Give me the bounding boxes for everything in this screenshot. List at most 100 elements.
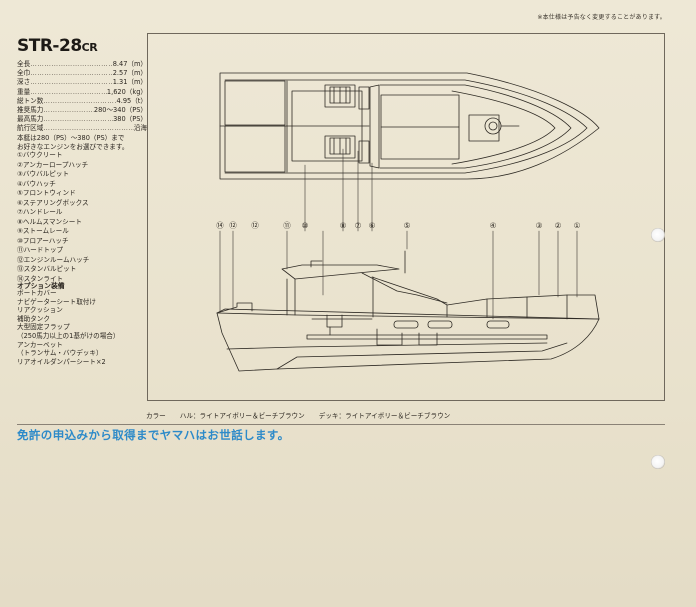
drawing-frame: [147, 33, 665, 401]
plan-stern-panel: [224, 80, 286, 126]
plan-bow-hatch: [468, 114, 500, 142]
part-item: ④バウハッチ: [17, 179, 56, 188]
part-item: ⑥ステアリングボックス: [17, 198, 89, 207]
spec-value: 1.31（m）: [112, 78, 147, 87]
model-title: STR-28CR: [17, 36, 98, 56]
callout-1: ①: [574, 221, 581, 230]
binder-hole-bottom: [651, 455, 665, 469]
plan-gunwale: [224, 79, 588, 174]
spec-row: 全巾…………………………………2.57（m）: [17, 69, 147, 78]
plan-view: [219, 72, 600, 180]
leader-dots: …………………………………: [43, 124, 134, 133]
spec-row: 最高馬力…………………………………380（PS）: [17, 115, 147, 124]
spec-label: 航行区域: [17, 124, 44, 133]
callout-leaders: [219, 148, 578, 320]
spec-value: 8.47（m）: [112, 60, 147, 68]
spec-row: 推奨馬力…………………………………280〜340（PS）: [17, 106, 147, 115]
profile-interior: [376, 328, 403, 346]
part-item: ⑤フロントウィンド: [17, 189, 76, 197]
part-item: ⑬スタンバルピット: [17, 265, 77, 273]
plan-hull-outline: [219, 72, 600, 180]
part-item: ⑦ハンドレール: [17, 208, 63, 216]
leader-dots: …………………………………: [43, 115, 113, 124]
option-item: 大型固定フラップ: [17, 323, 70, 332]
callout-2: ②: [555, 221, 562, 230]
model-name: STR-28: [17, 36, 82, 56]
part-item: ⑪ハードトップ: [17, 246, 64, 254]
color-caption: カラーハル：ライトアイボリー＆ビーチブラウンデッキ：ライトアイボリー＆ビーチブラ…: [146, 410, 464, 420]
leader-dots: …………………………………: [30, 69, 113, 78]
profile-rub-rail: [306, 334, 548, 340]
profile-windshield: [361, 272, 448, 304]
plan-bow-rail: [451, 90, 556, 165]
part-item: ⑫エンジンルームハッチ: [17, 255, 90, 264]
profile-port-window: [393, 320, 419, 329]
leader-dots: …………………………………: [30, 87, 107, 96]
plan-floor-hatch: [291, 90, 363, 162]
callout-3: ③: [536, 221, 543, 230]
part-item: ②アンカーロープハッチ: [17, 160, 89, 169]
callout-6: ⑥: [369, 221, 376, 230]
part-item: ⑩フロアーハッチ: [17, 236, 69, 245]
boat-drawing: ⑭ ⑫ ⑫ ⑪ ⑩ ⑧ ⑦ ⑥ ⑤ ④ ③ ② ①: [216, 72, 600, 372]
option-item: （トランサム・バウデッキ）: [17, 349, 103, 358]
plan-engine-hatch: [224, 125, 286, 173]
spec-value: 1,620（kg）: [106, 87, 147, 96]
profile-stern-step: [216, 302, 253, 314]
spec-value: 280〜340（PS）: [93, 106, 147, 115]
callout-5: ⑤: [404, 221, 411, 230]
spec-change-notice: ※本仕様は予告なく変更することがあります。: [537, 14, 666, 21]
callout-10: ⑩: [302, 221, 309, 230]
option-item: ボートカバー: [17, 289, 57, 297]
callout-12-plan: ⑫: [251, 221, 259, 230]
plan-steering-box: [358, 86, 370, 110]
callout-7: ⑦: [355, 221, 362, 230]
option-item: リアクッション: [17, 306, 63, 315]
section-divider: [17, 424, 665, 425]
callout-12: ⑫: [229, 221, 237, 230]
plan-helm-seat: [324, 84, 356, 108]
option-item: アンカーベット: [17, 340, 63, 349]
leader-dots: …………………………………: [43, 96, 116, 105]
color-label: カラー: [146, 412, 166, 420]
part-item: ⑨ストームレール: [17, 227, 69, 235]
profile-cabin: [371, 276, 448, 318]
spec-label: 全長: [17, 60, 31, 68]
model-suffix: CR: [81, 41, 98, 54]
spec-label: 推奨馬力: [17, 106, 44, 115]
callout-11: ⑪: [283, 221, 291, 230]
profile-hard-top: [281, 264, 400, 280]
callout-8: ⑧: [340, 221, 347, 230]
options-list: ボートカバー ナビゲーターシート取付け リアクッション 補助タンク 大型固定フラ…: [17, 289, 120, 366]
spec-value: 380（PS）: [113, 115, 147, 124]
leader-dots: …………………………………: [30, 60, 113, 68]
option-item: 補助タンク: [17, 314, 50, 323]
option-item: ナビゲーターシート取付け: [17, 297, 96, 306]
license-slogan: 免許の申込みから取得までヤマハはお世話します。: [17, 428, 290, 442]
spec-label: 総トン数: [17, 96, 44, 105]
plan-navigator-seat: [324, 135, 356, 159]
parts-list: ①バウクリート ②アンカーロープハッチ ③バウバルピット ④バウハッチ ⑤フロン…: [17, 151, 89, 284]
deck-color: デッキ：ライトアイボリー＆ビーチブラウン: [318, 412, 451, 420]
callout-4: ④: [490, 221, 497, 230]
spec-note: 本艇は280（PS）〜380（PS）まで: [17, 133, 125, 142]
spec-value: 沿海: [133, 124, 147, 133]
spec-label: 深さ: [17, 78, 31, 87]
option-item: （250馬力以上の1基がけの場合）: [17, 331, 120, 340]
leader-dots: …………………………………: [43, 106, 94, 115]
part-item: ⑭スタンライト: [17, 274, 64, 283]
part-item: ⑧ヘルムスマンシート: [17, 217, 82, 226]
spec-row: 深さ…………………………………1.31（m）: [17, 78, 147, 87]
callout-14: ⑭: [216, 221, 224, 230]
spec-note: お好きなエンジンをお選びできます。: [17, 142, 129, 151]
spec-value: 4.95（t）: [116, 96, 147, 105]
option-item: リアオイルダンパーシート×2: [17, 357, 106, 366]
profile-seat: [326, 314, 343, 328]
profile-waterline: [226, 342, 548, 350]
spec-row: 全長…………………………………8.47（m）: [17, 60, 147, 69]
profile-view: [216, 250, 600, 372]
options-title: オプション装備: [17, 282, 65, 290]
binder-hole-top: [651, 228, 665, 242]
leader-dots: …………………………………: [30, 78, 113, 87]
